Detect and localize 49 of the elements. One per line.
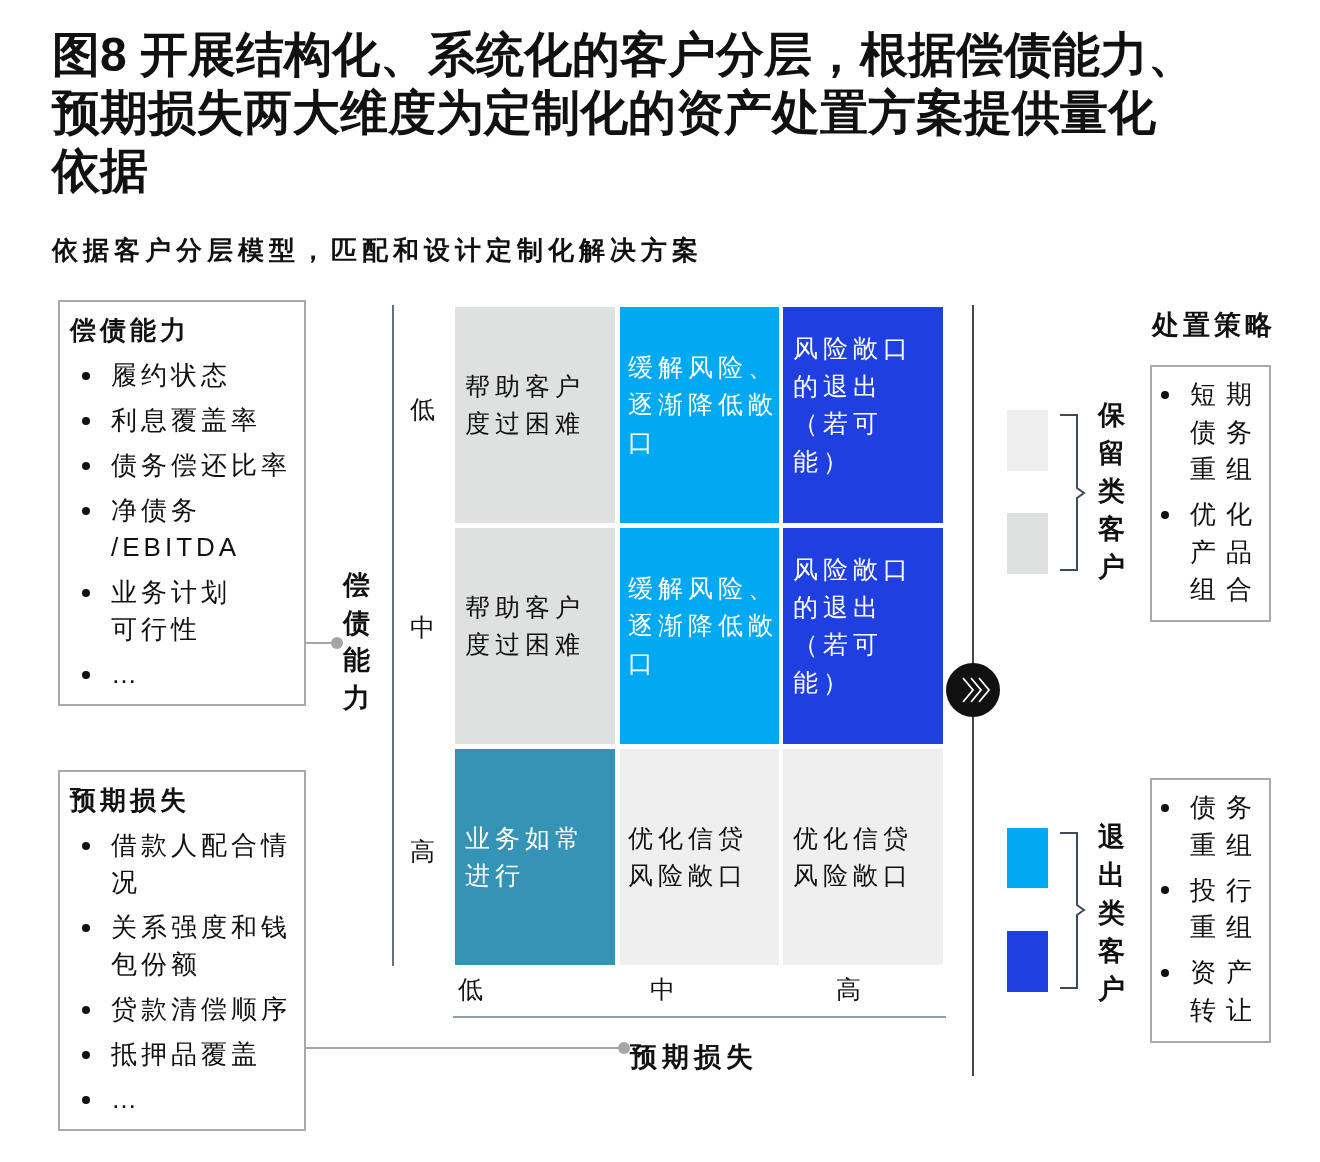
list-item: 借款人配合情况	[111, 829, 292, 899]
leader-line	[305, 637, 344, 649]
axis-tick-label: 中	[650, 975, 675, 1005]
list-item: 履约状态	[111, 359, 232, 392]
list-item: 资产转让	[1190, 956, 1263, 1027]
box-heading: 预期损失	[70, 784, 191, 817]
axis-title: 预期损失	[630, 1043, 758, 1071]
matrix-cell: 优化信贷风险敞口	[783, 749, 943, 965]
list-box	[1150, 778, 1271, 1043]
subtitle: 依据客户分层模型，匹配和设计定制化解决方案	[52, 235, 703, 265]
list-box	[58, 300, 306, 706]
list-item: 净债务 /EBITDA	[111, 494, 242, 564]
axis-tick-label: 高	[410, 837, 435, 867]
color-swatch	[1007, 931, 1048, 992]
matrix-cell: 缓解风险、逐渐降低敞口	[620, 307, 779, 523]
list-item: 贷款清偿顺序	[111, 993, 292, 1026]
leader-line	[305, 1042, 631, 1054]
group-label: 退出类客户	[1098, 818, 1128, 1008]
list-box	[58, 770, 306, 1131]
list-item: 利息覆盖率	[111, 404, 262, 437]
axis-tick-label: 低	[410, 395, 435, 425]
matrix-cell: 帮助客户度过困难	[455, 528, 615, 744]
title: 图8 开展结构化、系统化的客户分层，根据偿债能力、预期损失两大维度为定制化的资产处置方案提供量化依据	[52, 27, 1198, 199]
list-item: 债务偿还比率	[111, 449, 292, 482]
list-item: …	[111, 658, 142, 691]
list-item: 业务计划可行性	[111, 576, 232, 646]
list-item: 关系强度和钱包份额	[111, 911, 292, 981]
matrix-cell: 帮助客户度过困难	[455, 307, 615, 523]
axis-tick-label: 低	[458, 975, 483, 1005]
list-item: 债务重组	[1190, 791, 1263, 862]
axis-title: 偿债能力	[343, 566, 373, 716]
list-item: …	[111, 1083, 142, 1116]
list-item: 投行重组	[1190, 873, 1263, 944]
column-heading: 处置策略	[1152, 310, 1276, 340]
list-box	[1150, 365, 1271, 622]
box-heading: 偿债能力	[70, 314, 191, 347]
list-item: 抵押品覆盖	[111, 1038, 262, 1071]
axis-tick-label: 高	[836, 975, 861, 1005]
matrix-cell: 风险敞口的退出（若可能）	[783, 528, 943, 744]
group-label: 保留类客户	[1098, 396, 1128, 586]
color-swatch	[1007, 828, 1048, 888]
matrix-cell: 业务如常进行	[455, 749, 615, 965]
list-item: 优化产品组合	[1190, 498, 1263, 606]
list-item: 短期债务重组	[1190, 378, 1263, 486]
axis-tick-label: 中	[410, 613, 435, 643]
color-swatch	[1007, 513, 1048, 574]
matrix-cell: 优化信贷风险敞口	[620, 749, 779, 965]
matrix-cell: 风险敞口的退出（若可能）	[783, 307, 943, 523]
matrix-cell: 缓解风险、逐渐降低敞口	[620, 528, 779, 744]
